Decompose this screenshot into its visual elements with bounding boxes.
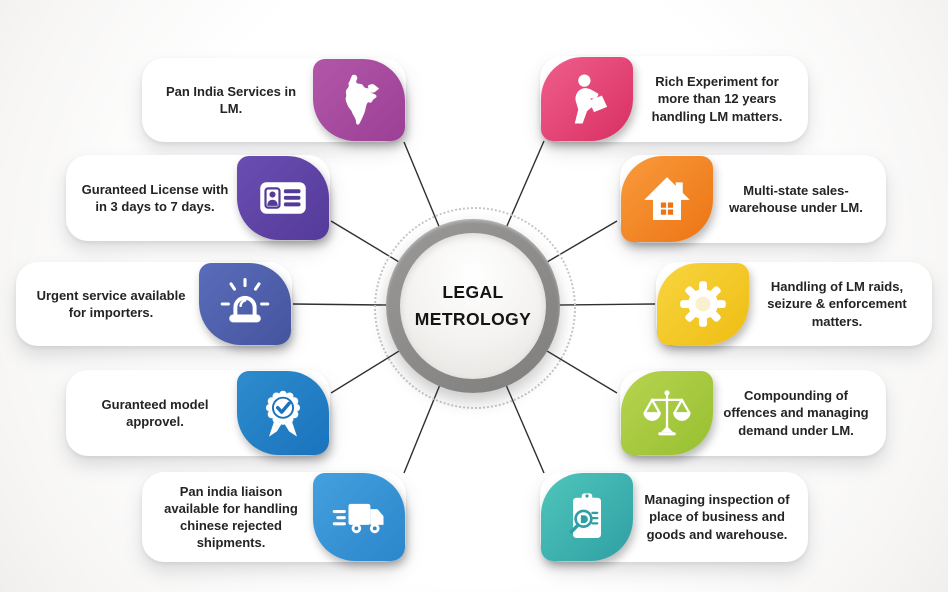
scales-glyph [643,390,691,436]
person-carrying-bag-icon [541,57,633,141]
card-managing-inspection: Managing inspection of place of business… [540,472,808,562]
card-model-approval: Guranteed model approvel. [66,370,330,456]
card-rich-experience: Rich Experiment for more than 12 years h… [540,56,808,142]
person-carrying-bag-glyph [574,74,608,124]
hub-inner-disc: LEGAL METROLOGY [400,233,546,379]
gear-icon [657,263,749,345]
hub-title: LEGAL METROLOGY [415,279,531,333]
card-text: Managing inspection of place of business… [644,492,790,542]
card-urgent-service: Urgent service available for importers. [16,262,292,346]
delivery-truck-icon [313,473,405,561]
siren-icon [199,263,291,345]
card-text: Urgent service available for importers. [36,287,186,320]
id-card-icon [237,156,329,240]
india-map-icon [313,59,405,141]
card-text: Pan India Services in LM. [165,83,297,116]
card-multi-state-warehouse: Multi-state sales-warehouse under LM. [620,155,886,243]
card-pan-india-services: Pan India Services in LM. [142,58,406,142]
central-hub: LEGAL METROLOGY [386,219,560,393]
clipboard-magnifier-glyph [569,493,601,538]
clipboard-magnifier-icon [541,473,633,561]
hub-title-line2: METROLOGY [414,309,532,329]
card-text: Pan india liaison available for handling… [164,483,298,551]
house-icon [621,156,713,242]
card-text: Multi-state sales-warehouse under LM. [729,182,863,215]
card-text: Guranteed License with in 3 days to 7 da… [81,181,229,214]
card-guaranteed-license: Guranteed License with in 3 days to 7 da… [66,155,330,241]
card-text: Guranteed model approvel. [101,396,209,429]
gear-glyph [680,281,726,327]
hub-title-line1: LEGAL [442,281,504,302]
hub-dotted-halo [374,207,576,409]
card-text: Handling of LM raids, seizure & enforcem… [767,279,907,329]
medal-check-icon [237,371,329,455]
india-map-glyph [345,74,380,125]
medal-check-glyph [265,390,301,437]
card-raids-enforcement: Handling of LM raids, seizure & enforcem… [656,262,932,346]
card-compounding-offences: Compounding of offences and managing dem… [620,370,886,456]
scales-icon [621,371,713,455]
card-text: Compounding of offences and managing dem… [723,388,869,438]
card-text: Rich Experiment for more than 12 years h… [651,74,783,124]
siren-glyph [220,277,270,323]
card-liaison-shipments: Pan india liaison available for handling… [142,472,406,562]
house-glyph [644,177,690,220]
id-card-glyph [260,182,306,214]
delivery-truck-glyph [332,503,384,534]
